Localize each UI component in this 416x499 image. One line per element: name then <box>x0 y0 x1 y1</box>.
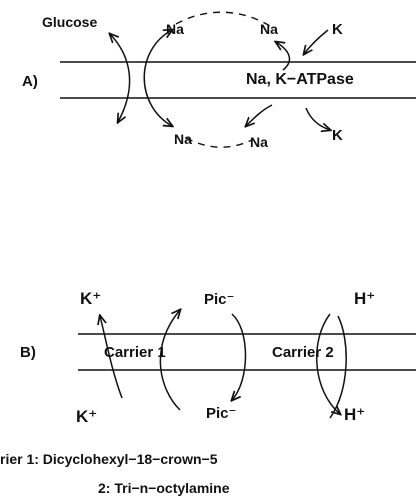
na-bottom-right-label: Na <box>250 134 268 150</box>
carrier2-right-arc <box>329 315 347 419</box>
na-pump-bottom-arrow <box>246 104 273 126</box>
h-plus-bottom-label: H⁺ <box>344 405 365 424</box>
panel-a: Glucose Na Na K A) Na, K−ATPase Na Na K <box>22 11 416 150</box>
carrier-1-label: Carrier 1 <box>104 344 166 361</box>
k-plus-top-label: K⁺ <box>80 289 101 308</box>
pic-minus-top-label: Pic⁻ <box>204 291 234 308</box>
panel-b-label: B) <box>20 344 36 361</box>
na-bottom-left-label: Na <box>174 131 192 147</box>
h-plus-top-label: H⁺ <box>354 289 375 308</box>
na-cycle-left-arc <box>143 30 172 126</box>
pic-down-arrow <box>232 313 247 400</box>
panel-b: K⁺ Pic⁻ H⁺ B) Carrier 1 Carrier 2 K⁺ Pic… <box>20 289 416 426</box>
k-uptake-arrow <box>100 316 123 399</box>
legend-carrier1: rier 1: Dicyclohexyl−18−crown−5 <box>0 451 218 467</box>
na-pump-top-arrow <box>276 42 291 71</box>
k-plus-bottom-label: K⁺ <box>76 407 97 426</box>
pic-minus-bottom-label: Pic⁻ <box>206 405 236 422</box>
glucose-transport-arrow <box>110 34 131 122</box>
na-cycle-bottom-dashed-arc <box>185 137 253 148</box>
h-down-arrow <box>315 313 340 414</box>
panel-a-label: A) <box>22 73 38 90</box>
na-top-right-label: Na <box>260 21 278 37</box>
na-k-atpase-label: Na, K−ATPase <box>246 71 354 88</box>
carrier-2-label: Carrier 2 <box>272 344 334 361</box>
na-top-left-label: Na <box>166 21 184 37</box>
na-cycle-top-dashed-arc <box>175 11 271 27</box>
glucose-label: Glucose <box>42 14 97 30</box>
k-bottom-label: K <box>332 127 343 144</box>
carrier1-arc-up-arrow <box>159 310 180 411</box>
k-in-arrow <box>304 29 329 54</box>
k-out-arrow <box>305 107 330 130</box>
k-top-label: K <box>332 21 343 38</box>
legend-carrier2: 2: Tri−n−octylamine <box>98 480 230 496</box>
legend: rier 1: Dicyclohexyl−18−crown−5 2: Tri−n… <box>0 451 230 496</box>
